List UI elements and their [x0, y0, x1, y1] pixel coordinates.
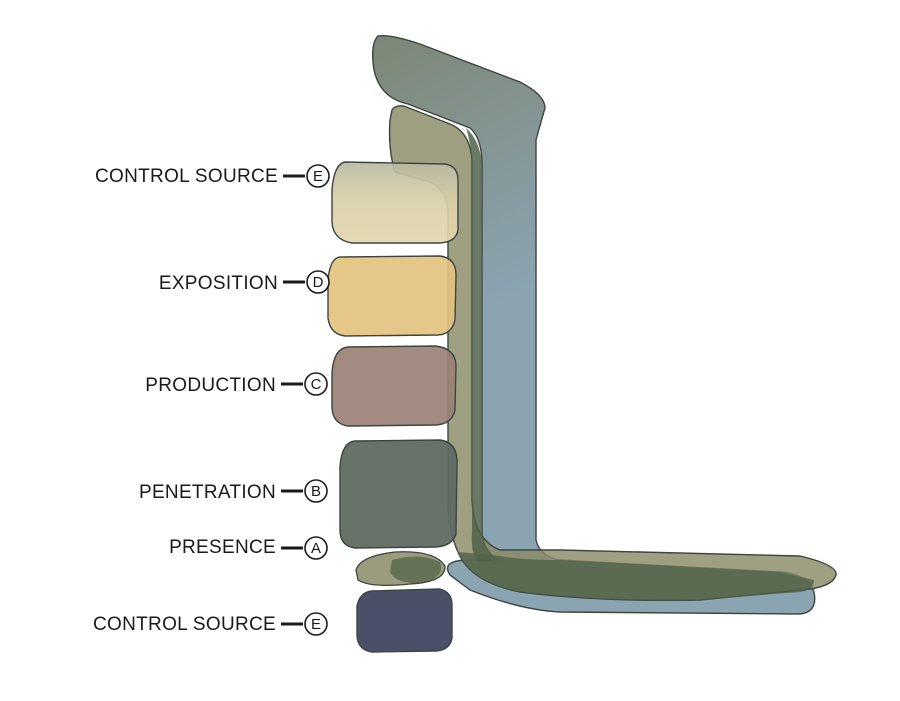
label-letter: B — [311, 483, 321, 500]
label-presence: PRESENCE A — [169, 536, 328, 560]
label-text: PENETRATION — [139, 482, 276, 503]
label-text: EXPOSITION — [159, 273, 278, 294]
green-overlap-vertical — [466, 128, 500, 562]
label-exposition: EXPOSITION D — [159, 270, 330, 294]
control-source-top-box — [331, 161, 459, 244]
label-letter: D — [313, 274, 324, 291]
label-letter: C — [311, 376, 322, 393]
label-control-source-top: CONTROL SOURCE E — [95, 164, 330, 188]
label-penetration: PENETRATION B — [139, 479, 328, 503]
presence-ellipse-overlap — [390, 556, 442, 584]
production-box — [331, 345, 457, 427]
control-source-bottom-box — [356, 588, 453, 653]
label-control-source-bottom: CONTROL SOURCE E — [93, 612, 328, 636]
label-letter: E — [313, 168, 323, 185]
label-text: PRODUCTION — [145, 375, 276, 396]
label-letter: A — [311, 540, 321, 557]
label-text: CONTROL SOURCE — [93, 614, 276, 635]
exposition-box — [327, 255, 457, 337]
penetration-box — [339, 439, 458, 549]
label-text: CONTROL SOURCE — [95, 166, 278, 187]
label-text: PRESENCE — [169, 537, 276, 558]
label-letter: E — [311, 616, 321, 633]
blue-l-band — [371, 34, 816, 615]
green-overlap-horizontal — [458, 552, 814, 601]
label-production: PRODUCTION C — [145, 372, 328, 396]
